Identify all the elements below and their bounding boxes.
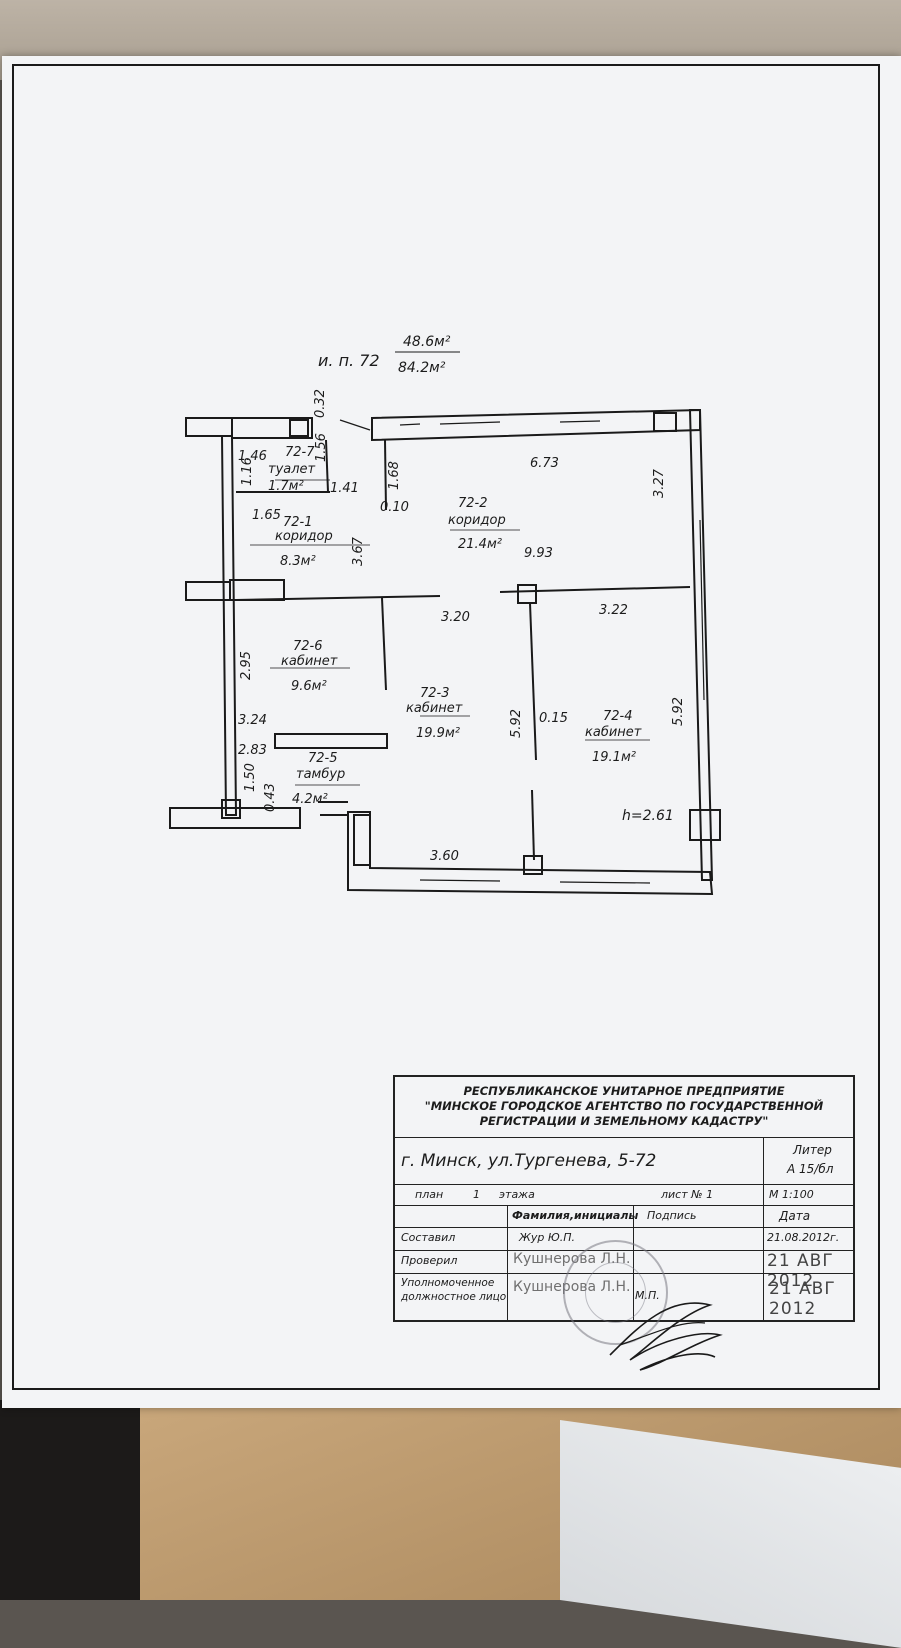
sheet-number: лист № 1 (661, 1188, 714, 1201)
dim-0.32: 0.32 (313, 389, 328, 418)
room-code-72-5: 72-5 (308, 751, 338, 766)
sheet-frame (12, 64, 880, 1390)
dim-2.95: 2.95 (239, 651, 254, 680)
handwritten-signature (609, 1302, 723, 1371)
dim-0.10: 0.10 (380, 500, 409, 515)
row-checked-date-stamp: 21 АВГ 2012 (767, 1251, 834, 1291)
ceiling-height: h=2.61 (622, 808, 674, 824)
dim-3.60: 3.60 (430, 849, 459, 864)
dim-3.24: 3.24 (238, 713, 267, 728)
col-name-header: Фамилия,инициалы (512, 1209, 639, 1222)
room-area-72-1: 8.3м² (280, 554, 316, 569)
room-name-72-4: кабинет (585, 725, 642, 740)
row-compiled-label: Составил (401, 1231, 456, 1244)
room-area-72-2: 21.4м² (458, 537, 502, 552)
window-marks (339, 419, 705, 884)
room-name-72-2: коридор (448, 513, 506, 528)
row-authorized-label-2: должностное лицо (401, 1291, 507, 1303)
dim-5.92-right: 5.92 (671, 697, 686, 726)
floor-plan-sheet (2, 56, 901, 1408)
dim-1.46: 1.46 (238, 449, 267, 464)
dim-1.41: 1.41 (330, 481, 359, 496)
dim-3.22: 3.22 (599, 603, 628, 618)
dim-0.15: 0.15 (539, 711, 568, 726)
liter-value: А 15/бл (787, 1162, 834, 1176)
col-sign-header: Подпись (647, 1209, 697, 1222)
dim-3.27: 3.27 (652, 468, 667, 498)
floor-label: этажа (499, 1188, 535, 1201)
room-area-72-4: 19.1м² (592, 750, 636, 765)
dimension-lines (250, 479, 650, 786)
dim-9.93: 9.93 (524, 546, 553, 561)
dim-2.83: 2.83 (238, 743, 267, 758)
room-code-72-7: 72-7 (285, 445, 315, 460)
unit-label: и. п. 72 (318, 351, 380, 370)
dim-1.65: 1.65 (252, 508, 281, 523)
dim-6.73: 6.73 (530, 456, 559, 471)
room-code-72-3: 72-3 (420, 686, 450, 701)
room-code-72-1: 72-1 (283, 515, 313, 530)
room-area-72-5: 4.2м² (292, 792, 328, 807)
dim-5.92-left: 5.92 (509, 709, 524, 738)
room-area-72-6: 9.6м² (291, 679, 327, 694)
room-name-72-1: коридор (275, 529, 333, 544)
row-compiled-date: 21.08.2012г. (767, 1231, 840, 1244)
dim-1.50: 1.50 (243, 763, 258, 792)
room-code-72-4: 72-4 (603, 709, 633, 724)
living-area: 48.6м² (403, 334, 451, 350)
org-line-1: РЕСПУБЛИКАНСКОЕ УНИТАРНОЕ ПРЕДПРИЯТИЕ (463, 1084, 785, 1098)
plan-label: план (415, 1188, 444, 1201)
total-area: 84.2м² (398, 360, 446, 376)
room-area-72-7: 1.7м² (268, 479, 304, 494)
room-name-72-7: туалет (268, 462, 316, 477)
col-date-header: Дата (779, 1209, 811, 1223)
room-code-72-2: 72-2 (458, 496, 488, 511)
room-name-72-3: кабинет (406, 701, 463, 716)
dim-1.56: 1.56 (314, 433, 329, 462)
row-authorized-date-stamp: 21 АВГ 2012 (769, 1279, 836, 1319)
scale: М 1:100 (769, 1188, 814, 1201)
row-authorized-label-1: Уполномоченное (401, 1277, 495, 1289)
org-line-3: РЕГИСТРАЦИИ И ЗЕМЕЛЬНОМУ КАДАСТРУ" (479, 1114, 769, 1128)
room-name-72-6: кабинет (281, 654, 338, 669)
official-seal (563, 1240, 668, 1345)
address: г. Минск, ул.Тургенева, 5-72 (401, 1151, 657, 1171)
outer-walls (169, 408, 721, 896)
floor-number: 1 (473, 1188, 480, 1201)
room-area-72-3: 19.9м² (416, 726, 460, 741)
room-name-72-5: тамбур (296, 767, 345, 782)
org-line-2: "МИНСКОЕ ГОРОДСКОЕ АГЕНТСТВО ПО ГОСУДАРС… (424, 1099, 824, 1113)
dim-1.16: 1.16 (240, 457, 255, 486)
row-checked-label: Проверил (401, 1254, 458, 1267)
dim-1.68: 1.68 (387, 461, 402, 490)
room-code-72-6: 72-6 (293, 639, 323, 654)
floor-plan-drawing: и. п. 72 48.6м² 84.2м² 72-7 туалет 1.7м²… (169, 334, 721, 896)
dim-3.67: 3.67 (351, 536, 366, 566)
row-compiled-name: Жур Ю.П. (519, 1231, 575, 1244)
dim-3.20: 3.20 (441, 610, 470, 625)
dim-0.43: 0.43 (263, 783, 278, 812)
liter-label: Литер (793, 1143, 832, 1157)
